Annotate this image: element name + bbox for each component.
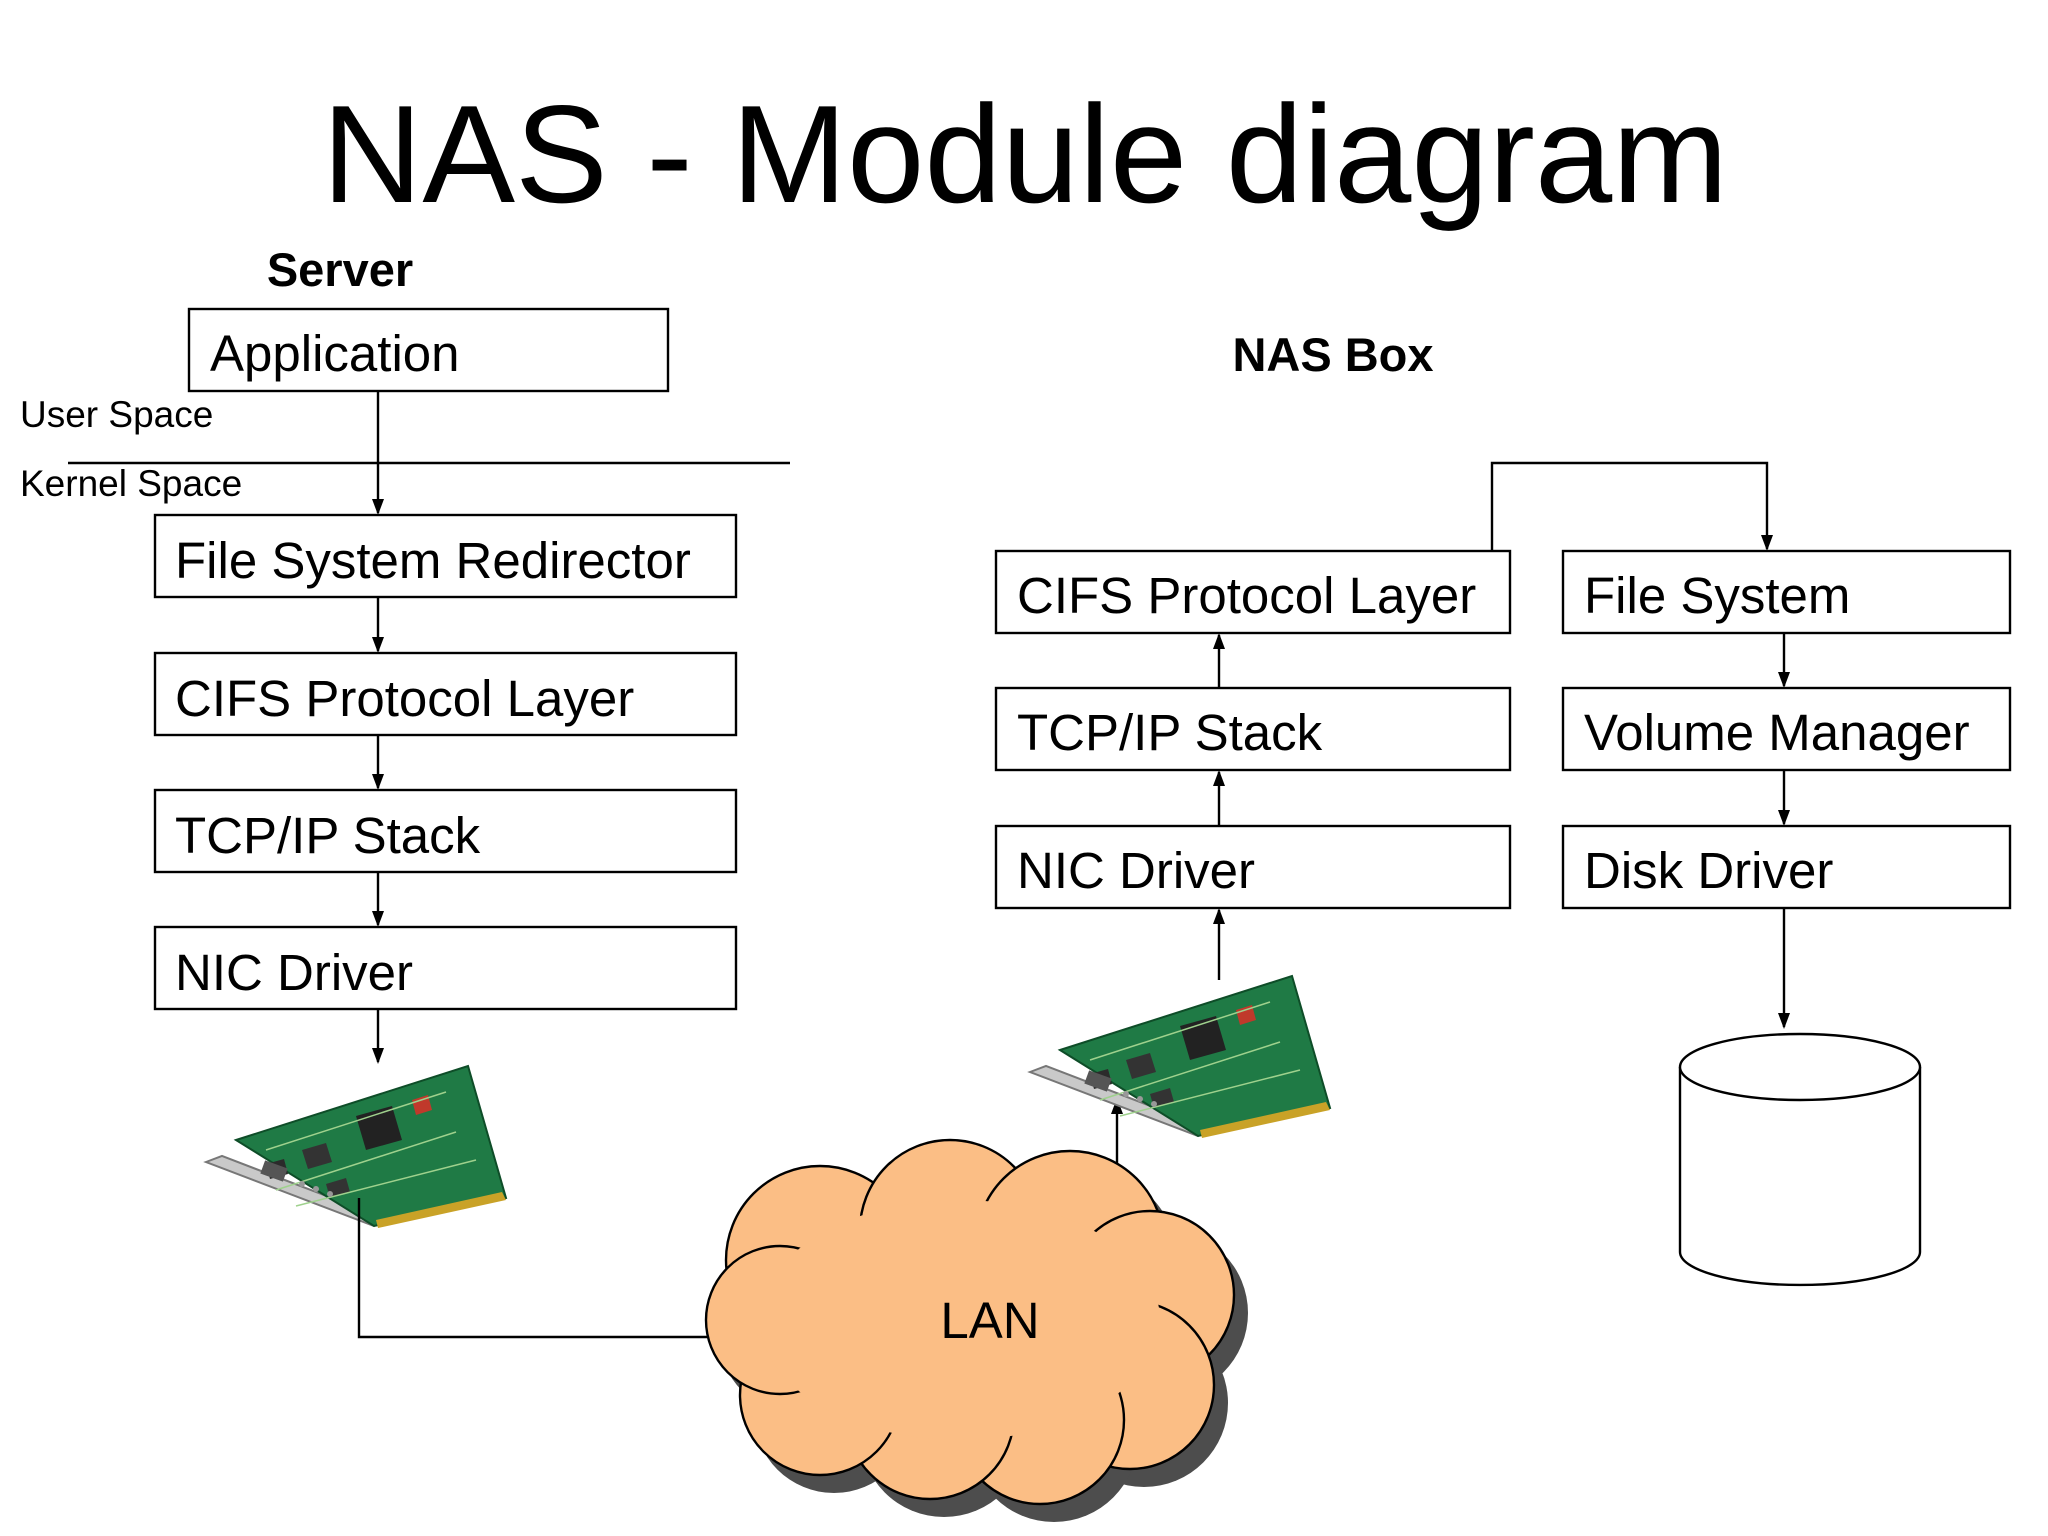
server-tcpip-box: TCP/IP Stack — [153, 788, 738, 874]
nas-file-system-label: File System — [1584, 567, 1850, 624]
user-space-label: User Space — [20, 394, 213, 435]
nas-cifs-to-fs-connector — [1490, 461, 1773, 551]
nas-volume-manager-box: Volume Manager — [1561, 686, 2012, 772]
nas-nic-card-icon — [1029, 975, 1331, 1139]
nas-disk-driver-box: Disk Driver — [1561, 824, 2012, 910]
server-to-lan-connector — [357, 1198, 739, 1343]
server-application-label: Application — [210, 325, 460, 382]
nas-cifs-box: CIFS Protocol Layer — [994, 549, 1512, 635]
server-cifs-label: CIFS Protocol Layer — [175, 670, 634, 727]
nas-volume-manager-label: Volume Manager — [1584, 704, 1970, 761]
lan-cloud: LAN — [704, 1138, 1248, 1522]
nas-nic-box: NIC Driver — [994, 824, 1512, 910]
nas-nic-label: NIC Driver — [1017, 842, 1255, 899]
server-tcpip-label: TCP/IP Stack — [175, 807, 481, 864]
server-fs-redirector-label: File System Redirector — [175, 532, 691, 589]
page-title: NAS - Module diagram — [322, 77, 1728, 232]
lan-label: LAN — [940, 1292, 1039, 1349]
server-nic-label: NIC Driver — [175, 944, 413, 1001]
nas-tcpip-label: TCP/IP Stack — [1017, 704, 1323, 761]
nas-file-system-box: File System — [1561, 549, 2012, 635]
server-fs-redirector-box: File System Redirector — [153, 513, 738, 599]
kernel-space-label: Kernel Space — [20, 463, 242, 504]
nas-cifs-label: CIFS Protocol Layer — [1017, 567, 1476, 624]
server-cifs-box: CIFS Protocol Layer — [153, 651, 738, 737]
server-heading: Server — [267, 243, 413, 296]
server-application-box: Application — [187, 307, 670, 393]
nas-tcpip-box: TCP/IP Stack — [994, 686, 1512, 772]
disk-storage-icon — [1678, 1032, 1922, 1287]
nas-box-heading: NAS Box — [1232, 328, 1433, 381]
nas-disk-driver-label: Disk Driver — [1584, 842, 1833, 899]
server-nic-box: NIC Driver — [153, 925, 738, 1011]
server-nic-card-icon — [205, 1065, 507, 1229]
